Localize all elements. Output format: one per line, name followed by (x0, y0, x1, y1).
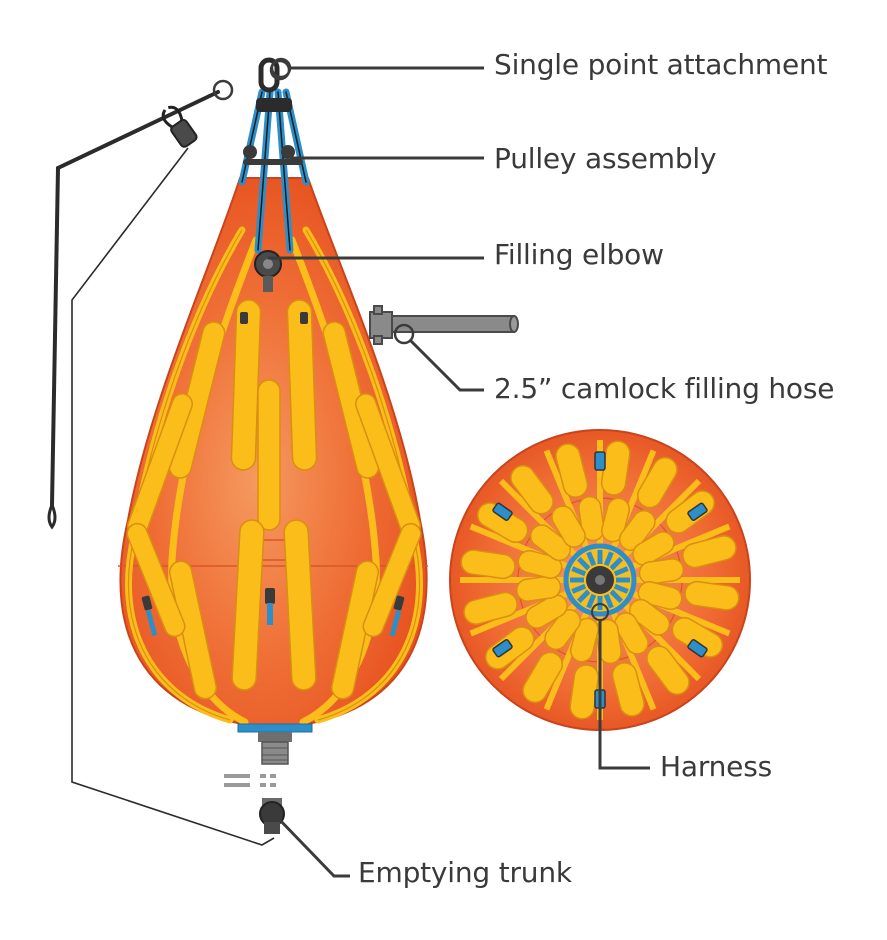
disc-strap-pad-inner (529, 524, 572, 562)
pulley-icon (243, 98, 295, 159)
harness-spoke (570, 577, 584, 583)
dump-valve-icon (259, 798, 285, 834)
disc-strap-pad (611, 662, 645, 717)
label-single-point-attachment: Single point attachment (494, 48, 828, 81)
label-harness: Harness (660, 750, 772, 783)
disc-strap-pad (636, 456, 678, 509)
harness-spoke (616, 577, 630, 583)
disc-buckle-icon (492, 639, 513, 658)
disc-strap-pad-inner (618, 509, 656, 552)
disc-strap-pad (463, 591, 518, 625)
disc-buckle-icon (687, 639, 708, 658)
harness-spoke (571, 583, 587, 594)
disc-strap-pad-inner (578, 495, 605, 542)
harness-spoke (571, 566, 587, 577)
disc-strap-pad-inner (628, 598, 671, 636)
disc-strap-pad-inner (551, 505, 586, 548)
water-bag (118, 177, 428, 765)
harness-spoke (609, 589, 623, 603)
disc-strap-pad (510, 465, 554, 515)
harness-spoke (577, 589, 591, 603)
disc-strap-pad-inner (614, 612, 649, 655)
harness-spoke (613, 566, 629, 577)
label-emptying-trunk: Emptying trunk (358, 856, 572, 889)
spacer-bars (224, 774, 276, 787)
harness-spoke (603, 551, 614, 567)
harness-spoke (586, 551, 597, 567)
harness-spoke (609, 557, 623, 571)
leader-lines (212, 57, 650, 878)
harness-spoke (613, 583, 629, 594)
disc-strap-pad (682, 535, 737, 569)
disc-strap-pad-inner (638, 558, 685, 585)
disc-strap-pad (646, 645, 690, 695)
disc-strap-pad-inner (595, 618, 622, 665)
disc-buckle-icon (594, 451, 606, 471)
label-camlock-filling-hose: 2.5” camlock filling hose (494, 372, 835, 405)
disc-buckle-icon (492, 502, 513, 521)
label-filling-elbow: Filling elbow (494, 238, 664, 271)
camlock-hose-icon (369, 305, 519, 345)
disc-strap-pad-inner (632, 531, 675, 566)
disc-buckle-icon (687, 502, 708, 521)
disc-strap-pad-inner (544, 608, 582, 651)
harness-spoke (586, 593, 597, 609)
harness-spoke (577, 557, 591, 571)
snap-shackle-icon (161, 105, 198, 148)
harness-spoke (603, 593, 614, 609)
disc-strap-pad (555, 443, 589, 498)
disc-strap-pad-inner (515, 575, 562, 602)
disc-strap-pad (460, 549, 516, 580)
bag-top-view (449, 429, 751, 731)
harness-spoke (597, 550, 603, 564)
disc-strap-pad (684, 580, 740, 611)
label-pulley-assembly: Pulley assembly (494, 142, 717, 175)
disc-strap-pad-inner (525, 594, 568, 629)
disc-strap-pad (522, 651, 564, 704)
